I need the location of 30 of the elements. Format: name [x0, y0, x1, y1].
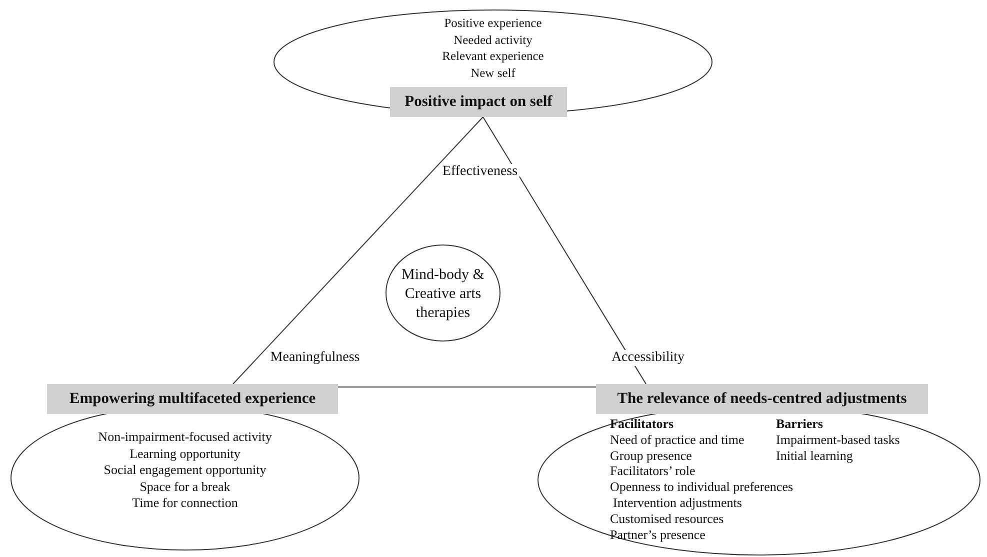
list-item: Openness to individual preferences — [610, 480, 794, 496]
list-item: Impairment-based tasks — [776, 432, 900, 448]
list-item: Social engagement opportunity — [104, 463, 266, 478]
center-label: Mind-body & Creative arts therapies — [400, 266, 486, 322]
column-heading: Barriers — [776, 417, 823, 432]
list-item: Customised resources — [610, 512, 724, 527]
edge-label: Accessibility — [609, 350, 687, 366]
list-item: Partner’s presence — [610, 528, 706, 543]
list-item: Positive experience — [444, 16, 542, 30]
list-item: Relevant experience — [442, 49, 544, 64]
list-item: Space for a break — [140, 480, 230, 494]
heading-label: Empowering multifaceted experience — [47, 384, 338, 414]
heading-label: The relevance of needs-centred adjustments — [596, 384, 928, 414]
list-item: Group presence — [610, 448, 692, 464]
list-item: Time for connection — [132, 496, 238, 511]
list-item: Learning opportunity — [130, 446, 240, 462]
connector-line — [232, 116, 484, 384]
heading-label: Positive impact on self — [390, 87, 567, 117]
connector-line — [338, 386, 596, 388]
list-item: Non-impairment-focused activity — [98, 430, 272, 445]
edge-label: Meaningfulness — [268, 350, 362, 366]
list-item: Intervention adjustments — [613, 496, 742, 511]
connector-line — [482, 116, 646, 384]
column-heading: Facilitators — [610, 417, 674, 432]
axis-label: Effectiveness — [440, 164, 520, 180]
list-item: Need of practice and time — [610, 432, 744, 448]
list-item: Needed activity — [454, 32, 532, 47]
list-item: Initial learning — [776, 448, 853, 464]
list-item: New self — [470, 66, 516, 80]
list-item: Facilitators’ role — [610, 464, 696, 480]
